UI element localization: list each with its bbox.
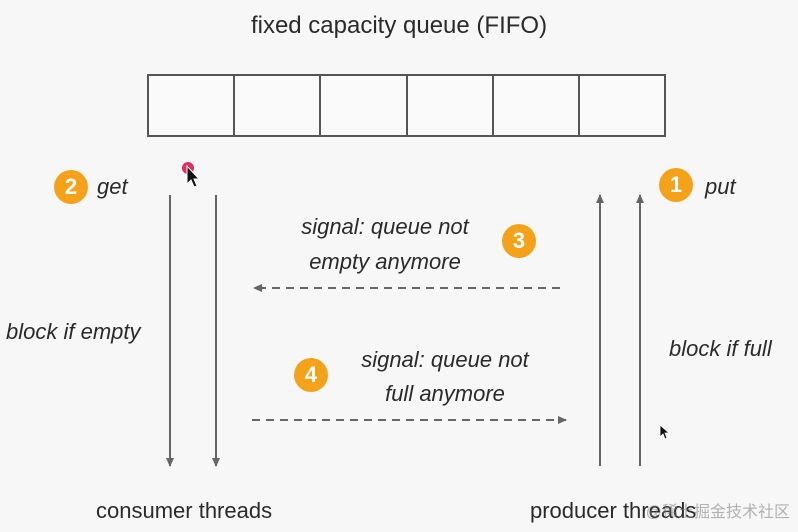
signal-not-full-line2: full anymore (385, 381, 505, 406)
watermark: @稀土掘金技术社区 (645, 504, 790, 521)
step-3-badge: 3 (502, 224, 536, 258)
signal-not-empty-line1: signal: queue not (301, 214, 469, 239)
step-2-badge: 2 (54, 170, 88, 204)
queue-box (147, 74, 666, 137)
diagram-title: fixed capacity queue (FIFO) (250, 12, 548, 39)
block-if-empty-label: block if empty (6, 319, 141, 344)
step-4-badge: 4 (294, 358, 328, 392)
mouse-pointer-icon (659, 424, 671, 440)
block-if-full-label: block if full (669, 336, 772, 361)
mouse-pointer-icon (186, 164, 201, 188)
put-label: put (705, 174, 736, 199)
consumer-threads-label: consumer threads (96, 498, 273, 523)
producer-threads-label: producer threads (530, 498, 697, 523)
signal-not-full-line1: signal: queue not (361, 347, 529, 372)
step-1-badge: 1 (659, 168, 693, 202)
get-label: get (97, 174, 128, 199)
signal-not-empty-line2: empty anymore (309, 249, 461, 274)
